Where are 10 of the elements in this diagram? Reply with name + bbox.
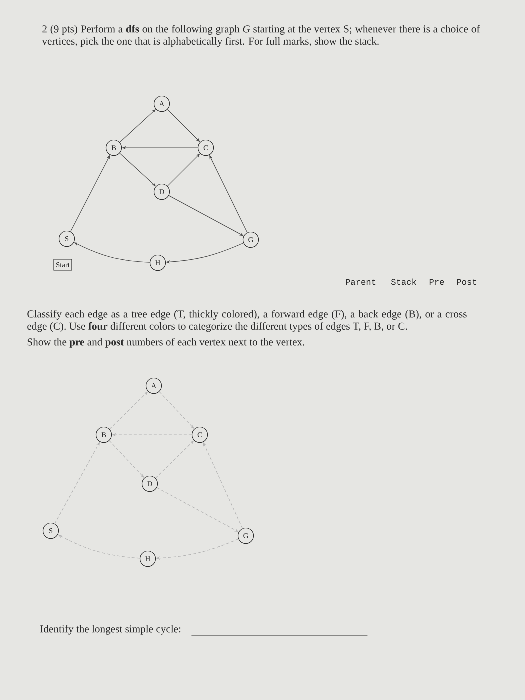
column-header: Pre — [428, 276, 446, 286]
instruction-text: Classify each edge as a tree edge (T, thickly colored), a forward edge (F), a back edge (B), or a cross edge (C). Use four different colors to categorize the different types of edges T, F, B, or C. — [28, 310, 467, 332]
arrow — [167, 154, 200, 187]
arrow — [167, 109, 200, 142]
instruction-text: Show the pre and post numbers of each vertex next to the vertex. — [28, 338, 304, 348]
instruction-text: 2 (9 pts) Perform a dfs on the following graph G starting at the vertex S; whenever there is a choice of vertices, pick the one that is alphabetically first. For full marks, show the stack. — [42, 25, 480, 48]
column-header: Parent — [344, 276, 378, 286]
column-header: Stack — [390, 276, 418, 286]
column-header: Post — [455, 276, 479, 286]
question-text: Identify the longest simple cycle: — [40, 625, 181, 635]
